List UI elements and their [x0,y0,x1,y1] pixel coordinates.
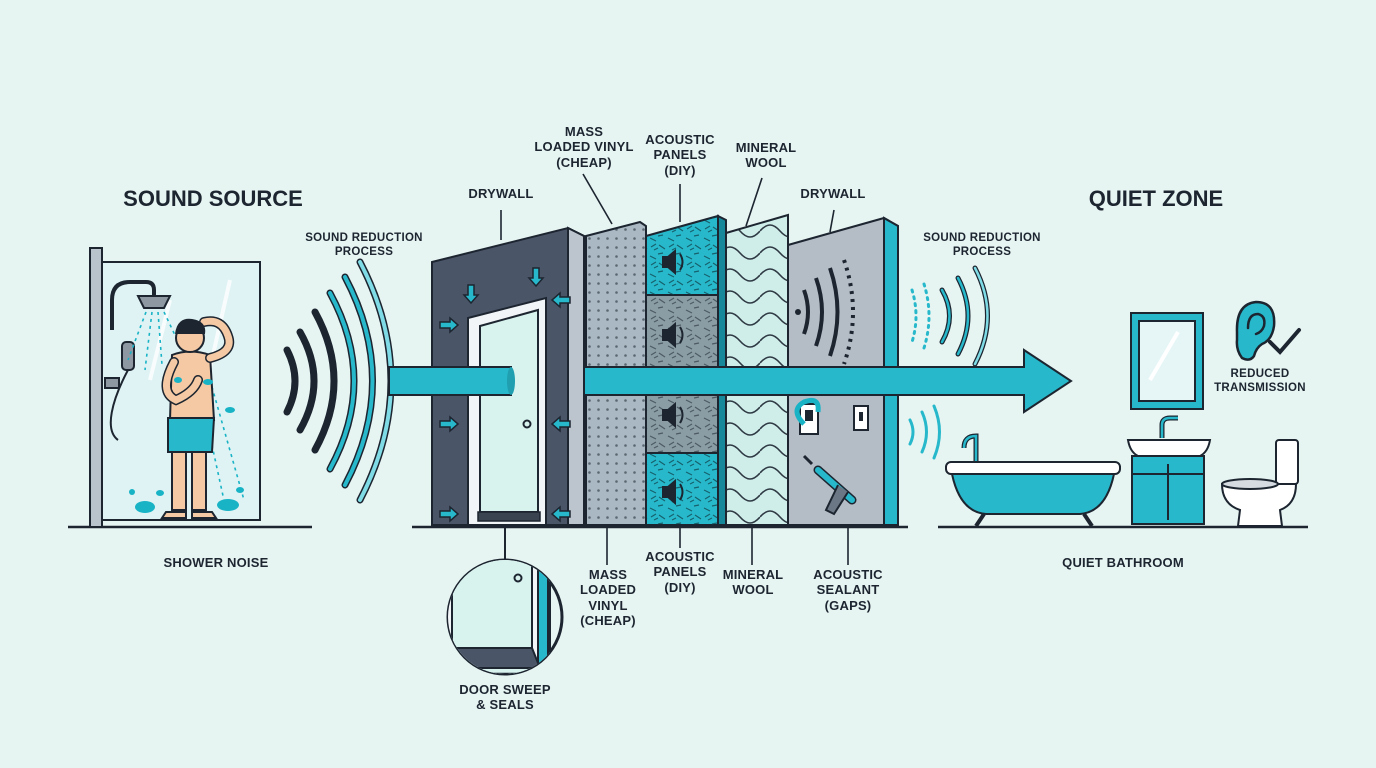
reduced-transmission-badge: REDUCED TRANSMISSION [1214,368,1306,394]
label-mineral-wool-bottom: MINERAL WOOL [722,567,784,598]
ear-check-icon [1235,300,1301,361]
leader-lines [500,173,849,565]
sound-source-heading: SOUND SOURCE [123,186,303,211]
source-process-label: SOUND REDUCTION PROCESS [305,232,423,258]
label-mass-loaded-vinyl-bottom: MASS LOADED VINYL (CHEAP) [579,567,637,628]
label-mineral-wool-top: MINERAL WOOL [735,140,797,171]
sound-waves-quiet [908,265,990,460]
caulk-gun-icon [794,397,857,516]
speaker-icons [662,248,684,506]
sound-waves-source [283,258,395,504]
shower-noise-caption: SHOWER NOISE [163,555,269,570]
label-door-sweep: DOOR SWEEP & SEALS [459,682,551,713]
door-sweep-inset [446,527,564,676]
sound-flow-arrow [388,348,1073,414]
quiet-process-label: SOUND REDUCTION PROCESS [923,232,1041,258]
label-acoustic-panels-top: ACOUSTIC PANELS (DIY) [645,132,715,178]
seal-arrows [439,267,571,523]
label-mass-loaded-vinyl-top: MASS LOADED VINYL (CHEAP) [534,124,634,170]
label-drywall-back: DRYWALL [800,186,866,201]
label-acoustic-sealant: ACOUSTIC SEALANT (GAPS) [813,567,883,613]
bathroom-illustration [938,312,1308,529]
label-acoustic-panels-bottom: ACOUSTIC PANELS (DIY) [645,549,715,595]
shower-illustration [68,247,312,529]
quiet-zone-heading: QUIET ZONE [1088,186,1224,211]
quiet-bathroom-caption: QUIET BATHROOM [1062,555,1184,570]
label-drywall-front: DRYWALL [468,186,534,201]
